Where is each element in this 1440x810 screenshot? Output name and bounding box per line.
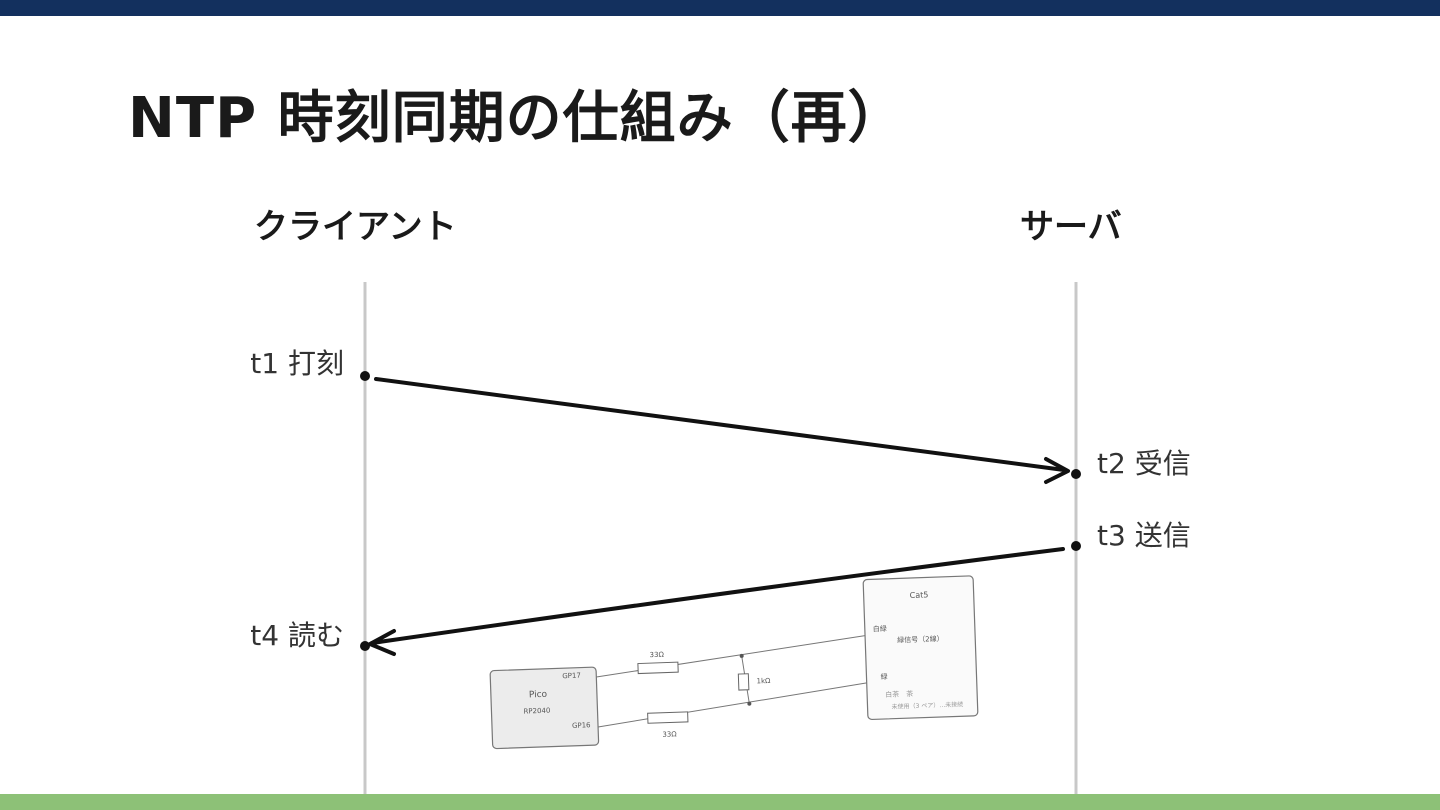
circuit-sketch: Pico RP2040 GP17 GP16 33Ω 33Ω 1kΩ Cat5 白… [489,575,979,750]
pair-note: 緑信号（2線） [897,634,944,645]
unused-pairs-label: 未使用（3 ペア）…未接続 [891,700,963,710]
event-t2-dot [1071,469,1081,479]
cable-box [862,575,979,721]
resistor-bottom [647,711,689,724]
client-label: クライアント [254,207,457,247]
event-t3-dot [1071,541,1081,551]
wire-top-label: 白緑 [873,624,887,633]
event-t3-label: t3 送信 [1097,519,1191,552]
event-t4-dot [360,641,370,651]
response-arrow-head [368,629,396,656]
pin-top-label: GP17 [562,672,581,681]
pico-label: Pico [529,690,548,701]
pin-bottom-label: GP16 [572,721,591,730]
event-t4-label: t4 読む [250,619,344,652]
top-accent-bar [0,0,1440,16]
event-t2-label: t2 受信 [1097,447,1191,480]
resistor-middle-label: 1kΩ [756,677,771,686]
slide-title: NTP 時刻同期の仕組み（再） [128,86,905,151]
request-arrow-head [1044,457,1070,484]
cable-label: Cat5 [910,590,929,600]
bottom-accent-bar [0,794,1440,810]
resistor-bottom-label: 33Ω [662,730,677,739]
request-arrow [374,377,1066,472]
wire-bottom-label: 緑 [880,672,887,681]
resistor-top [637,661,679,675]
wire-bottom [597,680,877,728]
pico-sub-label: RP2040 [523,707,550,716]
event-t1-label: t1 打刻 [250,347,344,380]
resistor-middle [737,673,750,691]
response-arrow [370,547,1065,645]
junction-top [739,653,744,658]
junction-bottom [747,701,752,706]
server-label: サーバ [1020,207,1122,247]
unused-wires-label: 白茶 茶 [885,689,913,699]
wire-top [596,635,866,678]
event-t1-dot [360,371,370,381]
resistor-top-label: 33Ω [649,651,664,660]
pico-board [489,666,600,750]
